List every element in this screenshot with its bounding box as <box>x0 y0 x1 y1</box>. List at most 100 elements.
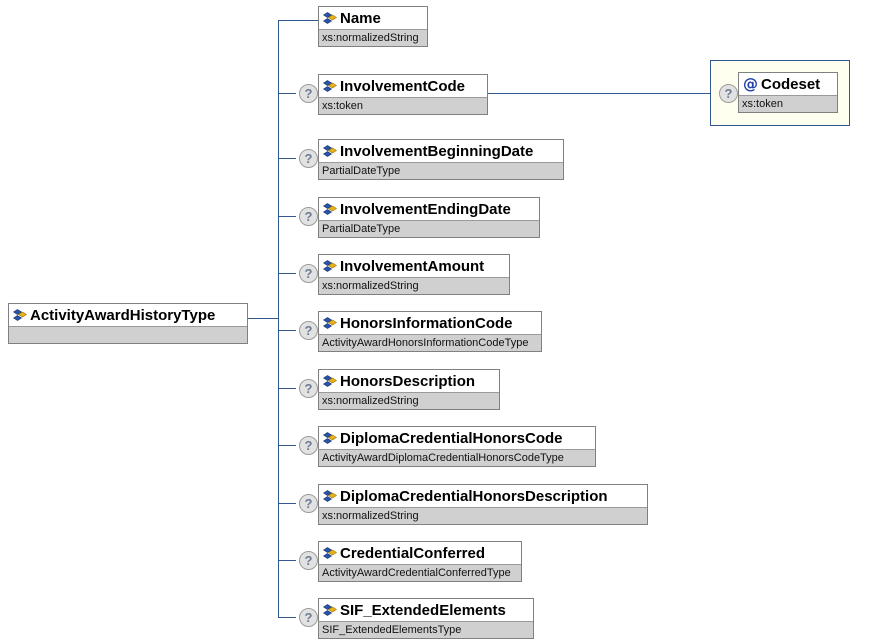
node-title: SIF_ExtendedElements <box>340 601 506 619</box>
node-header: InvolvementEndingDate <box>319 198 539 220</box>
optional-marker-diplomacredentialhonorscode[interactable]: ? <box>299 436 318 455</box>
connector-branch-involvementamount <box>278 273 296 274</box>
node-type: PartialDateType <box>322 222 401 235</box>
connector-trunk <box>278 20 279 618</box>
node-header: SIF_ExtendedElements <box>319 599 533 621</box>
optional-marker-codeset[interactable]: ? <box>719 84 738 103</box>
node-type-row <box>9 326 247 343</box>
node-type: PartialDateType <box>322 164 401 177</box>
optional-marker-honorsinformationcode[interactable]: ? <box>299 321 318 340</box>
node-header: ActivityAwardHistoryType <box>9 304 247 326</box>
node-type-row: SIF_ExtendedElementsType <box>319 621 533 638</box>
node-type-row: xs:normalizedString <box>319 29 427 46</box>
node-type: SIF_ExtendedElementsType <box>322 623 462 636</box>
connector-branch-sifextendedelements <box>278 617 296 618</box>
element-icon <box>322 603 338 617</box>
node-involvementamount[interactable]: InvolvementAmount xs:normalizedString <box>318 254 510 295</box>
node-root-activityawardhistorytype[interactable]: ActivityAwardHistoryType <box>8 303 248 344</box>
node-type: xs:normalizedString <box>322 394 419 407</box>
node-diplomacredentialhonorsdescription[interactable]: DiplomaCredentialHonorsDescription xs:no… <box>318 484 648 525</box>
node-type: ActivityAwardCredentialConferredType <box>322 566 511 579</box>
node-header: DiplomaCredentialHonorsCode <box>319 427 595 449</box>
node-credentialconferred[interactable]: CredentialConferred ActivityAwardCredent… <box>318 541 522 582</box>
node-type-row: xs:normalizedString <box>319 507 647 524</box>
node-title: InvolvementCode <box>340 77 466 95</box>
node-honorsinformationcode[interactable]: HonorsInformationCode ActivityAwardHonor… <box>318 311 542 352</box>
node-involvementbeginningdate[interactable]: InvolvementBeginningDate PartialDateType <box>318 139 564 180</box>
element-icon <box>322 259 338 273</box>
connector-branch-name <box>278 20 318 21</box>
node-header: Name <box>319 7 427 29</box>
node-involvementcode[interactable]: InvolvementCode xs:token <box>318 74 488 115</box>
node-title: HonorsDescription <box>340 372 476 390</box>
optional-marker-diplomacredentialhonorsdescription[interactable]: ? <box>299 494 318 513</box>
connector-branch-honorsinformationcode <box>278 330 296 331</box>
element-icon <box>322 11 338 25</box>
node-name[interactable]: Name xs:normalizedString <box>318 6 428 47</box>
node-header: InvolvementAmount <box>319 255 509 277</box>
optional-marker-credentialconferred[interactable]: ? <box>299 551 318 570</box>
node-header: DiplomaCredentialHonorsDescription <box>319 485 647 507</box>
node-header: @ Codeset <box>739 73 837 95</box>
node-diplomacredentialhonorscode[interactable]: DiplomaCredentialHonorsCode ActivityAwar… <box>318 426 596 467</box>
node-title: InvolvementAmount <box>340 257 485 275</box>
node-type-row: PartialDateType <box>319 162 563 179</box>
node-type-row: xs:normalizedString <box>319 277 509 294</box>
optional-marker-sifextendedelements[interactable]: ? <box>299 608 318 627</box>
node-type-row: xs:token <box>739 95 837 112</box>
node-title: Name <box>340 9 381 27</box>
node-type-row: xs:token <box>319 97 487 114</box>
node-header: CredentialConferred <box>319 542 521 564</box>
optional-marker-involvementamount[interactable]: ? <box>299 264 318 283</box>
node-title: HonorsInformationCode <box>340 314 513 332</box>
connector-branch-involvementbeginningdate <box>278 158 296 159</box>
node-title: DiplomaCredentialHonorsDescription <box>340 487 608 505</box>
node-type: ActivityAwardDiplomaCredentialHonorsCode… <box>322 451 564 464</box>
element-icon <box>322 546 338 560</box>
optional-marker-involvementbeginningdate[interactable]: ? <box>299 149 318 168</box>
node-involvementendingdate[interactable]: InvolvementEndingDate PartialDateType <box>318 197 540 238</box>
element-icon <box>12 308 28 322</box>
node-title: InvolvementEndingDate <box>340 200 511 218</box>
node-type-row: xs:normalizedString <box>319 392 499 409</box>
node-type: xs:normalizedString <box>322 279 419 292</box>
node-type-row: ActivityAwardDiplomaCredentialHonorsCode… <box>319 449 595 466</box>
node-type: xs:normalizedString <box>322 31 419 44</box>
element-icon <box>322 316 338 330</box>
connector-root-stub <box>248 318 279 319</box>
element-icon <box>322 489 338 503</box>
connector-branch-diplomacredentialhonorsdescription <box>278 503 296 504</box>
node-honorsdescription[interactable]: HonorsDescription xs:normalizedString <box>318 369 500 410</box>
node-sifextendedelements[interactable]: SIF_ExtendedElements SIF_ExtendedElement… <box>318 598 534 639</box>
node-title: CredentialConferred <box>340 544 486 562</box>
connector-branch-involvementcode <box>278 93 296 94</box>
node-header: HonorsInformationCode <box>319 312 541 334</box>
connector-branch-diplomacredentialhonorscode <box>278 445 296 446</box>
node-header: InvolvementBeginningDate <box>319 140 563 162</box>
node-codeset[interactable]: @ Codeset xs:token <box>738 72 838 113</box>
node-type-row: ActivityAwardHonorsInformationCodeType <box>319 334 541 351</box>
node-header: HonorsDescription <box>319 370 499 392</box>
node-title: Codeset <box>761 75 821 93</box>
node-type: xs:token <box>742 97 783 110</box>
node-type: xs:token <box>322 99 363 112</box>
optional-marker-honorsdescription[interactable]: ? <box>299 379 318 398</box>
node-header: InvolvementCode <box>319 75 487 97</box>
connector-branch-credentialconferred <box>278 560 296 561</box>
node-type-row: ActivityAwardCredentialConferredType <box>319 564 521 581</box>
optional-marker-involvementendingdate[interactable]: ? <box>299 207 318 226</box>
node-type: ActivityAwardHonorsInformationCodeType <box>322 336 529 349</box>
element-icon <box>322 79 338 93</box>
node-type-row: PartialDateType <box>319 220 539 237</box>
node-title: DiplomaCredentialHonorsCode <box>340 429 563 447</box>
node-title: ActivityAwardHistoryType <box>30 306 216 324</box>
connector-branch-involvementendingdate <box>278 216 296 217</box>
element-icon <box>322 202 338 216</box>
connector-branch-honorsdescription <box>278 388 296 389</box>
attribute-icon: @ <box>743 75 758 93</box>
connector-involvementcode-to-codeset <box>488 93 710 94</box>
element-icon <box>322 144 338 158</box>
node-type: xs:normalizedString <box>322 509 419 522</box>
optional-marker-involvementcode[interactable]: ? <box>299 84 318 103</box>
